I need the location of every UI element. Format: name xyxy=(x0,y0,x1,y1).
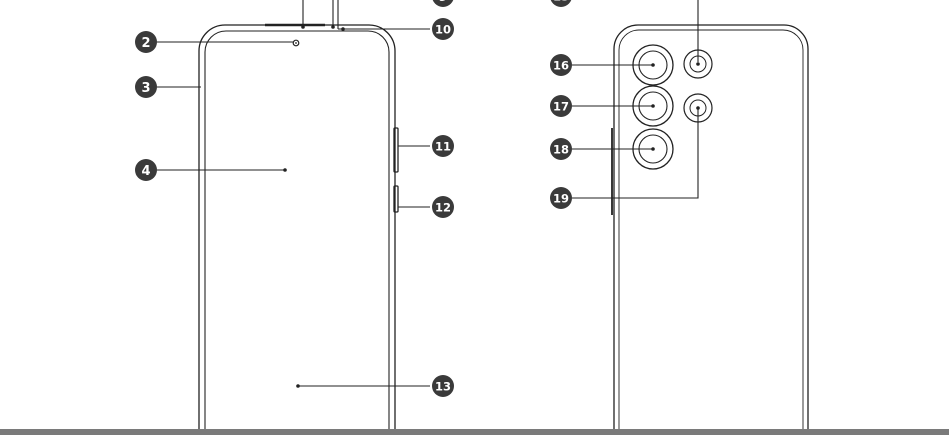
callout-13-label: 13 xyxy=(435,380,451,394)
callout-11-badge xyxy=(432,135,454,157)
callout-18: 18 xyxy=(550,138,572,160)
dot-13 xyxy=(296,384,300,388)
callout-3-badge xyxy=(135,76,157,98)
dot-17 xyxy=(651,104,655,108)
callout-18-label: 18 xyxy=(553,143,569,157)
callout-18-badge xyxy=(550,138,572,160)
callout-15-badge xyxy=(550,0,572,7)
callout-9-badge xyxy=(432,0,454,7)
back-leader-dots xyxy=(651,62,700,151)
callout-12-badge xyxy=(432,196,454,218)
front-leader-dots xyxy=(283,25,345,388)
callout-15: 15 xyxy=(550,0,572,7)
callout-2: 2 xyxy=(135,31,157,53)
callout-16: 16 xyxy=(550,54,572,76)
callout-4-badge xyxy=(135,159,157,181)
back-inner-outline xyxy=(618,29,804,435)
rear-camera-cluster xyxy=(632,44,713,170)
callout-11: 11 xyxy=(432,135,454,157)
callout-4: 4 xyxy=(135,159,157,181)
dot-16 xyxy=(651,63,655,67)
callout-13-badge xyxy=(432,375,454,397)
callout-19-label: 19 xyxy=(553,192,569,206)
callout-3-label: 3 xyxy=(141,81,150,96)
power-key xyxy=(393,185,399,213)
callout-15-label: 15 xyxy=(553,0,569,4)
callout-4-label: 4 xyxy=(141,164,150,179)
callout-11-label: 11 xyxy=(435,140,451,154)
callout-17-badge xyxy=(550,95,572,117)
callout-13: 13 xyxy=(432,375,454,397)
callout-17-label: 17 xyxy=(553,100,569,114)
callout-12-label: 12 xyxy=(435,201,451,215)
dot-9a xyxy=(301,25,305,29)
callout-19-badge xyxy=(550,187,572,209)
front-body-outline xyxy=(198,24,396,435)
dot-19 xyxy=(696,106,700,110)
back-body-outline xyxy=(613,24,809,435)
callout-10-badge xyxy=(432,18,454,40)
callout-3: 3 xyxy=(135,76,157,98)
callout-2-label: 2 xyxy=(141,36,150,51)
phone-front-view xyxy=(198,23,399,435)
callout-10-label: 10 xyxy=(435,23,451,37)
callout-16-badge xyxy=(550,54,572,76)
leader-19 xyxy=(572,108,699,199)
dot-4 xyxy=(283,168,287,172)
front-camera-dot xyxy=(295,42,297,44)
front-leader-lines xyxy=(157,0,430,387)
dot-18 xyxy=(651,147,655,151)
dot-9b xyxy=(331,25,335,29)
callout-12: 12 xyxy=(432,196,454,218)
back-leader-lines xyxy=(572,0,699,199)
callout-17: 17 xyxy=(550,95,572,117)
front-screen-outline xyxy=(204,30,390,435)
callout-9: 9 xyxy=(432,0,454,7)
bottom-divider-bar xyxy=(0,429,949,435)
dot-15 xyxy=(696,62,700,66)
callout-2-badge xyxy=(135,31,157,53)
dot-10 xyxy=(341,27,345,31)
phone-back-view xyxy=(611,24,809,435)
callout-9-label: 9 xyxy=(438,0,447,5)
volume-key xyxy=(393,127,399,173)
callout-10: 10 xyxy=(432,18,454,40)
callout-19: 19 xyxy=(550,187,572,209)
callout-16-label: 16 xyxy=(553,59,569,73)
